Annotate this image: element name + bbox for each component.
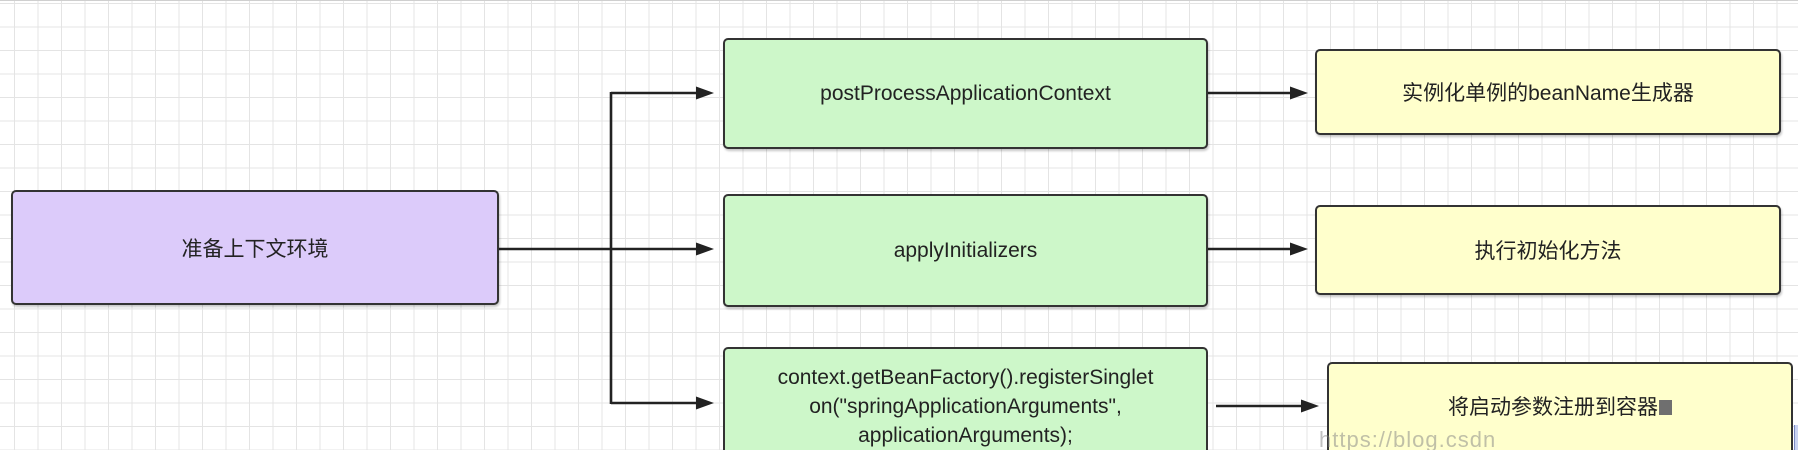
node-apply-initializers: applyInitializers: [723, 194, 1208, 307]
node-result-run-initializers: 执行初始化方法: [1315, 205, 1781, 295]
redacted-glyph-icon: [1659, 400, 1672, 415]
node-result-register-arguments: 将启动参数注册到容器: [1327, 362, 1793, 450]
node-register-singleton: context.getBeanFactory().registerSinglet…: [723, 347, 1208, 450]
node-step-3-label-line-3: applicationArguments);: [858, 424, 1073, 447]
arrowhead-result-2: [1290, 242, 1308, 256]
node-prepare-context-label: 准备上下文环境: [181, 237, 329, 261]
watermark: https://blog.csdn: [1319, 427, 1497, 450]
node-post-process-application-context: postProcessApplicationContext: [723, 38, 1208, 149]
node-result-1-label: 实例化单例的beanName生成器: [1402, 82, 1694, 105]
offscreen-node-edge: [1794, 425, 1798, 450]
node-prepare-context: 准备上下文环境: [11, 190, 499, 305]
node-result-bean-name-generator: 实例化单例的beanName生成器: [1315, 49, 1781, 135]
node-step-1-label: postProcessApplicationContext: [820, 81, 1111, 105]
node-step-2-label: applyInitializers: [893, 238, 1038, 262]
node-step-3-label-line-2: on("springApplicationArguments",: [809, 395, 1122, 418]
node-step-3-label-line-1: context.getBeanFactory().registerSinglet: [777, 366, 1154, 389]
node-result-2-label: 执行初始化方法: [1474, 240, 1622, 263]
arrowhead-step-1: [696, 86, 714, 100]
arrowhead-step-2: [696, 242, 714, 256]
node-result-3-label: 将启动参数注册到容器: [1448, 396, 1658, 419]
arrowhead-result-3: [1301, 399, 1319, 413]
arrowhead-step-3: [696, 396, 714, 410]
arrowhead-result-1: [1290, 86, 1308, 100]
